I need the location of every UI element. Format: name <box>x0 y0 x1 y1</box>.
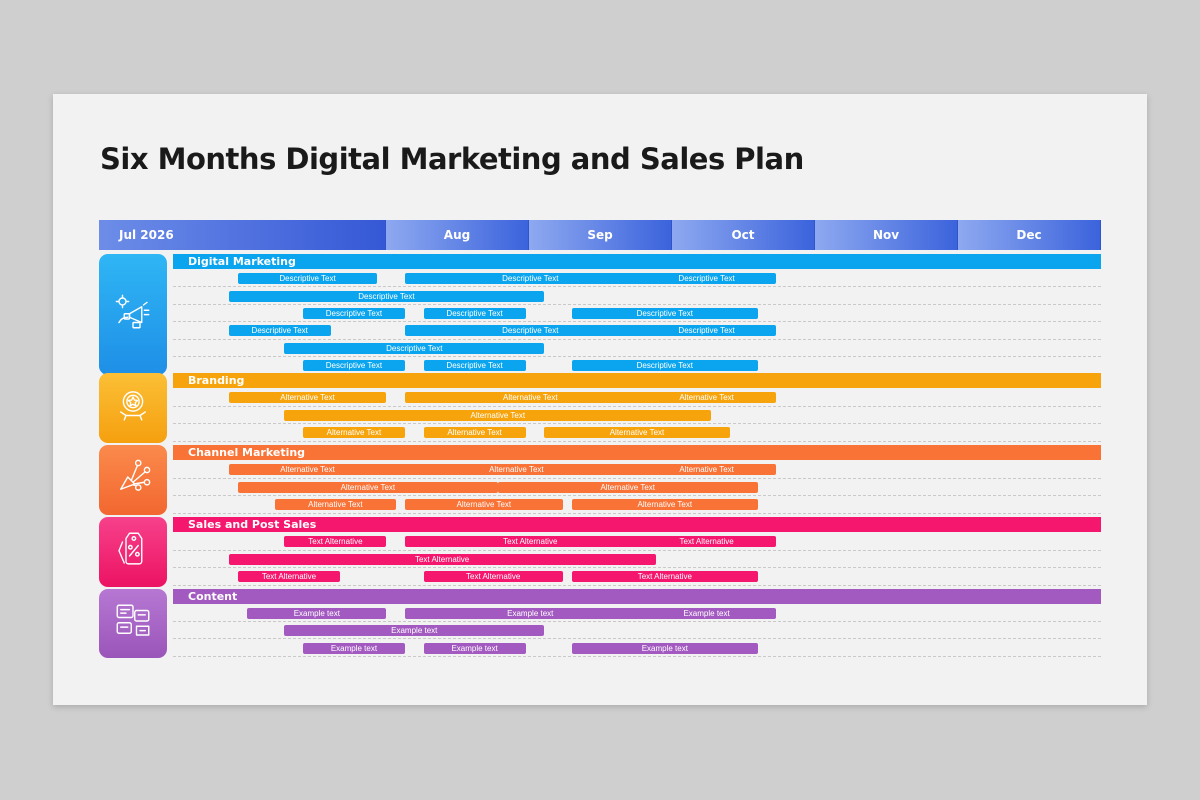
section-header: Branding <box>173 373 1101 388</box>
row-divider <box>173 638 1101 640</box>
task-bar[interactable]: Alternative Text <box>237 481 498 493</box>
row-divider <box>173 621 1101 623</box>
award-badge-icon <box>112 384 154 431</box>
row-divider <box>173 655 1101 657</box>
task-bar[interactable]: Text Alternative <box>423 571 563 583</box>
row-divider <box>173 303 1101 305</box>
task-bar[interactable]: Text Alternative <box>572 571 758 583</box>
task-bar[interactable]: Descriptive Text <box>423 360 526 372</box>
task-bar[interactable]: Alternative Text <box>275 499 396 511</box>
row-divider <box>173 549 1101 551</box>
section-icon-tile <box>99 373 167 443</box>
task-bar[interactable]: Alternative Text <box>284 409 712 421</box>
row-divider <box>173 286 1101 288</box>
task-bar[interactable]: Descriptive Text <box>284 342 545 354</box>
section-icon-tile <box>99 589 167 658</box>
task-bar[interactable]: Text Alternative <box>237 571 341 583</box>
row-divider <box>173 477 1101 479</box>
row-divider <box>173 423 1101 424</box>
slide: Six Months Digital Marketing and Sales P… <box>53 94 1147 705</box>
month-oct: Oct <box>672 220 815 250</box>
task-bar[interactable]: Text Alternative <box>228 553 656 565</box>
row-divider <box>173 338 1101 340</box>
row-divider <box>173 495 1101 496</box>
section-icon-tile <box>99 254 167 376</box>
task-bar[interactable]: Alternative Text <box>228 392 387 404</box>
month-jul: Jul 2026 <box>99 220 386 250</box>
task-bar[interactable]: Alternative Text <box>423 427 526 439</box>
row-divider <box>173 321 1101 323</box>
month-dec: Dec <box>958 220 1101 250</box>
task-bar[interactable]: Alternative Text <box>497 481 758 493</box>
task-bar[interactable]: Example text <box>302 642 405 654</box>
task-bar[interactable]: Alternative Text <box>405 499 563 511</box>
row-divider <box>173 405 1101 407</box>
task-bar[interactable]: Example text <box>284 625 545 637</box>
row-divider <box>173 512 1101 514</box>
task-bar[interactable]: Example text <box>637 608 777 620</box>
task-bar[interactable]: Alternative Text <box>405 392 656 404</box>
task-bar[interactable]: Alternative Text <box>637 392 777 404</box>
task-bar[interactable]: Descriptive Text <box>302 360 405 372</box>
discount-tag-icon <box>112 528 154 575</box>
task-bar[interactable]: Descriptive Text <box>405 273 656 285</box>
network-broadcast-icon <box>112 456 154 503</box>
task-bar[interactable]: Descriptive Text <box>228 290 545 302</box>
task-bar[interactable]: Descriptive Text <box>237 273 378 285</box>
task-bar[interactable]: Alternative Text <box>377 464 656 476</box>
task-bar[interactable]: Descriptive Text <box>637 273 777 285</box>
megaphone-icon <box>112 291 154 338</box>
page-title: Six Months Digital Marketing and Sales P… <box>100 142 804 176</box>
task-bar[interactable]: Descriptive Text <box>572 308 758 319</box>
section-header: Digital Marketing <box>173 254 1101 269</box>
task-bar[interactable]: Text Alternative <box>405 536 656 548</box>
task-bar[interactable]: Text Alternative <box>284 536 387 548</box>
task-bar[interactable]: Descriptive Text <box>572 360 758 372</box>
task-bar[interactable]: Alternative Text <box>572 499 758 511</box>
row-divider <box>173 356 1101 357</box>
task-bar[interactable]: Descriptive Text <box>228 325 331 337</box>
task-bar[interactable]: Example text <box>572 642 758 654</box>
row-divider <box>173 567 1101 568</box>
task-bar[interactable]: Alternative Text <box>228 464 387 476</box>
section-icon-tile <box>99 445 167 515</box>
task-bar[interactable]: Alternative Text <box>637 464 777 476</box>
month-sep: Sep <box>529 220 672 250</box>
row-divider <box>173 584 1101 586</box>
task-bar[interactable]: Example text <box>405 608 656 620</box>
content-chat-icon <box>112 600 154 647</box>
section-icon-tile <box>99 517 167 587</box>
section-header: Content <box>173 589 1101 604</box>
task-bar[interactable]: Alternative Text <box>302 427 405 439</box>
month-nov: Nov <box>815 220 958 250</box>
task-bar[interactable]: Alternative Text <box>544 427 730 439</box>
row-divider <box>173 440 1101 442</box>
section-header: Sales and Post Sales <box>173 517 1101 532</box>
task-bar[interactable]: Example text <box>423 642 526 654</box>
task-bar[interactable]: Text Alternative <box>637 536 777 548</box>
task-bar[interactable]: Example text <box>247 608 387 620</box>
task-bar[interactable]: Descriptive Text <box>637 325 777 337</box>
section-header: Channel Marketing <box>173 445 1101 460</box>
task-bar[interactable]: Descriptive Text <box>405 325 656 337</box>
task-bar[interactable]: Descriptive Text <box>302 308 405 319</box>
month-aug: Aug <box>386 220 529 250</box>
task-bar[interactable]: Descriptive Text <box>423 308 526 319</box>
